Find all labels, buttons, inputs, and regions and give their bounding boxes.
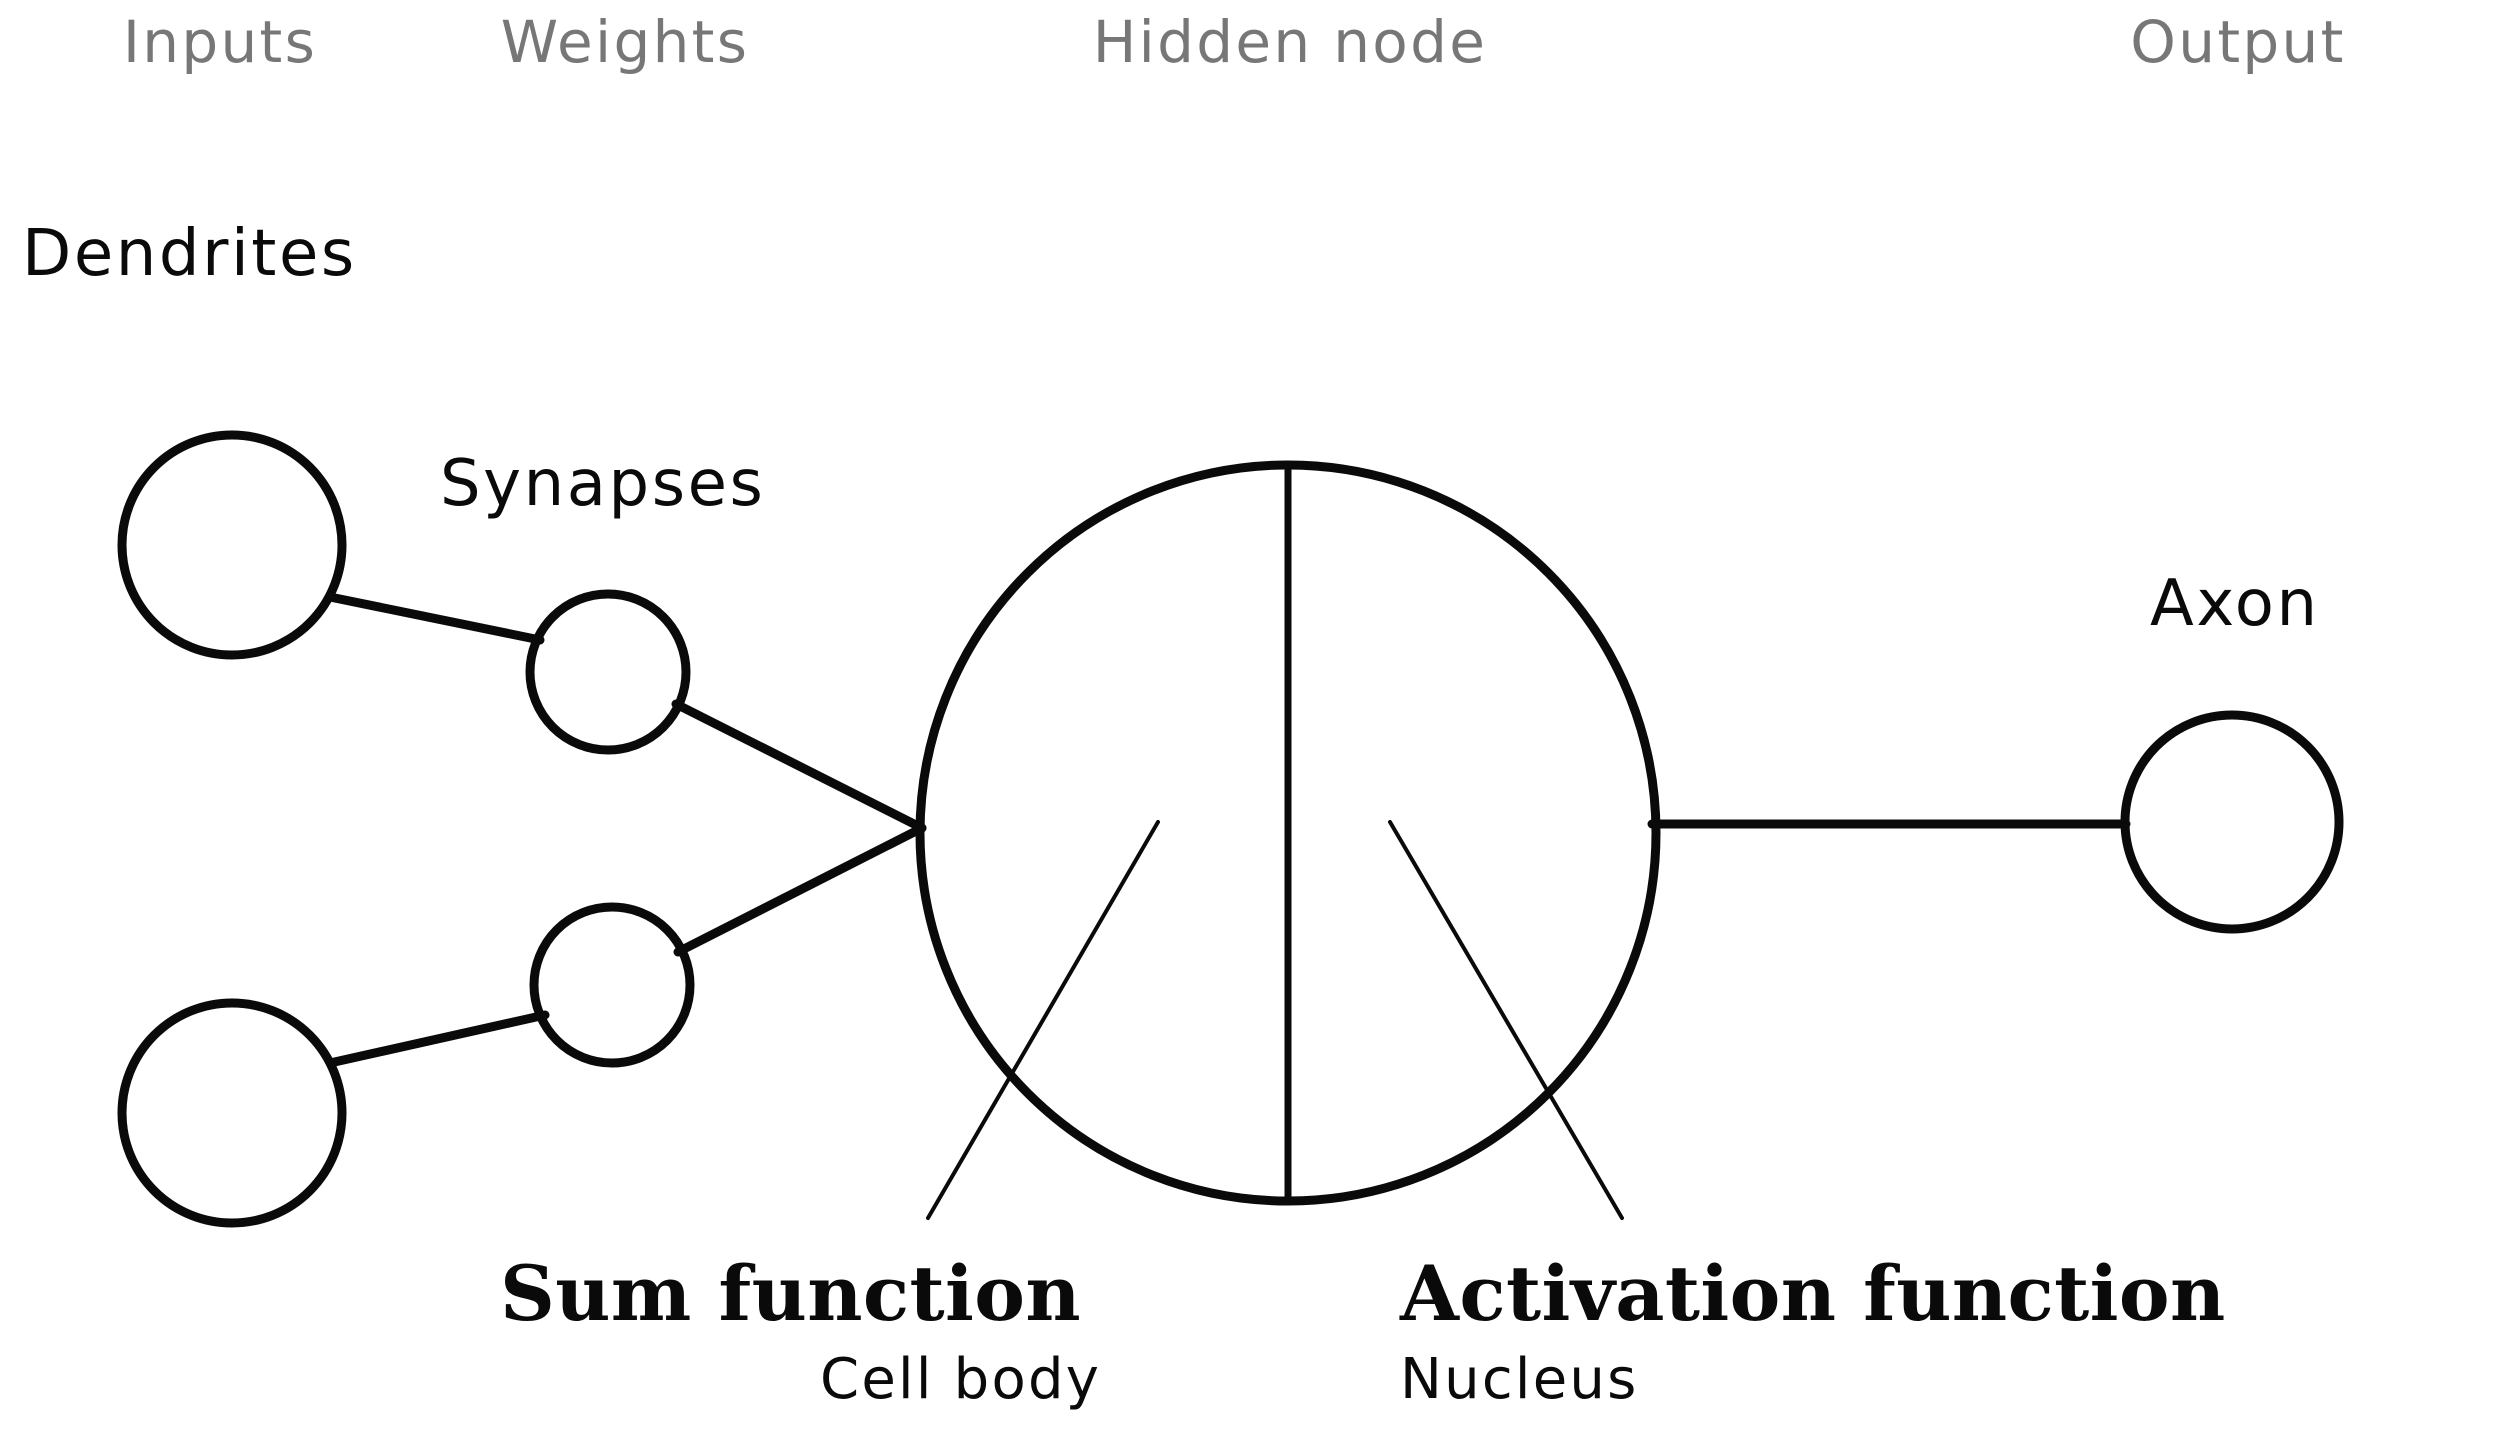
leader-line-group bbox=[926, 820, 1624, 1220]
edge-group bbox=[325, 592, 2131, 1068]
leader-line-activation-function bbox=[1388, 820, 1624, 1220]
label-dendrites: Dendrites bbox=[22, 217, 357, 291]
column-header-weights: Weights bbox=[501, 8, 750, 76]
label-sum-function: Sum function bbox=[500, 1249, 1081, 1338]
label-cell-body: Cell body bbox=[820, 1347, 1101, 1412]
input-node-group[interactable] bbox=[117, 430, 347, 1228]
input-node-top-circle[interactable] bbox=[117, 430, 347, 660]
column-header-hidden-node: Hidden node bbox=[1093, 8, 1488, 76]
label-nucleus: Nucleus bbox=[1400, 1347, 1639, 1412]
leader-line-sum-function bbox=[926, 820, 1160, 1220]
hidden-node-group[interactable] bbox=[915, 460, 1661, 1206]
edge-weight-top-to-hidden bbox=[671, 699, 927, 833]
column-header-row: Inputs Weights Hidden node Output bbox=[123, 8, 2345, 76]
annotation-group: Dendrites Synapses Axon Sum function Cel… bbox=[22, 217, 2320, 1412]
output-node-circle[interactable] bbox=[2120, 710, 2344, 934]
weight-node-bottom-circle[interactable] bbox=[529, 902, 695, 1068]
column-header-inputs: Inputs bbox=[123, 8, 317, 76]
hidden-node-circle[interactable] bbox=[915, 460, 1661, 1206]
output-node-group[interactable] bbox=[2120, 710, 2344, 934]
label-axon: Axon bbox=[2150, 567, 2320, 641]
input-node-bottom-circle[interactable] bbox=[117, 998, 347, 1228]
edge-weight-bottom-to-hidden bbox=[673, 823, 927, 957]
weight-node-top-circle[interactable] bbox=[525, 589, 691, 755]
edge-input-bottom-to-weight-bottom bbox=[325, 1010, 550, 1068]
edge-input-top-to-weight-top bbox=[325, 592, 545, 645]
label-synapses: Synapses bbox=[440, 447, 765, 521]
weight-node-group[interactable] bbox=[525, 589, 695, 1068]
label-activation-function: Activation function bbox=[1399, 1249, 2226, 1338]
column-header-output: Output bbox=[2130, 8, 2345, 76]
